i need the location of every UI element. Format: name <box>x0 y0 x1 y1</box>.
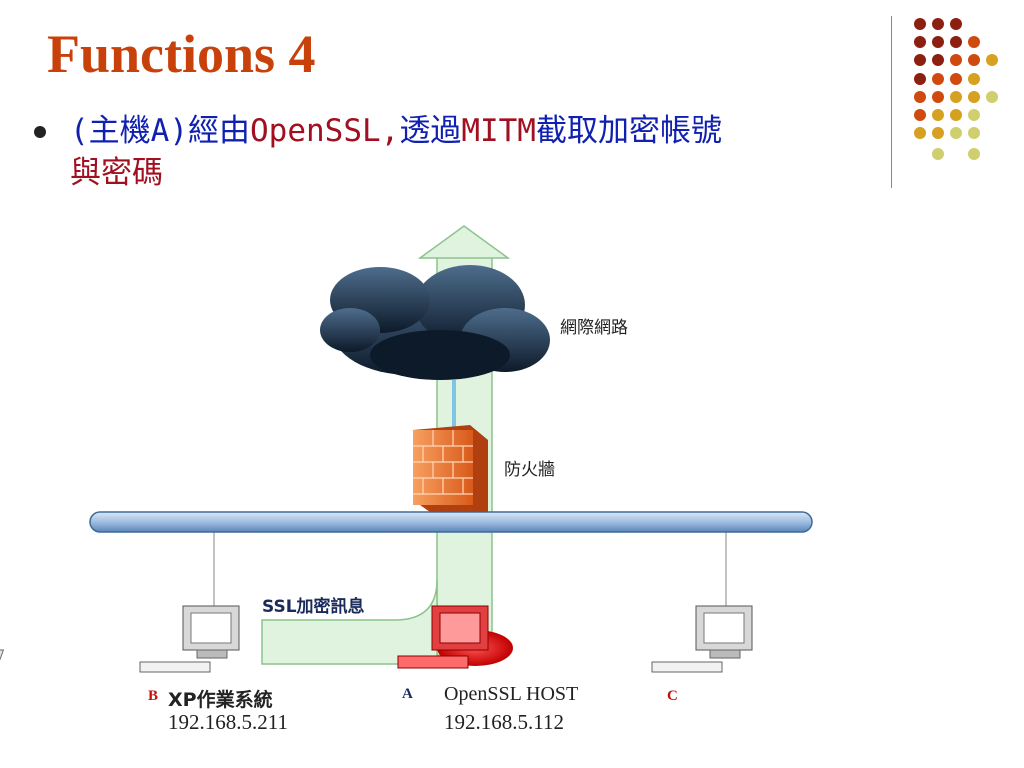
host-b-name: XP作業系統 <box>168 689 273 711</box>
firewall-label: 防火牆 <box>504 460 555 480</box>
bullet-item: (主機A)經由OpenSSL,透過MITM截取加密帳號與密碼 <box>32 110 852 194</box>
host-a-ip: 192.168.5.112 <box>444 710 564 734</box>
bullet-openssl: OpenSSL, <box>250 113 400 149</box>
bullet-password: 與密碼 <box>70 155 163 191</box>
host-a-letter: A <box>402 686 413 702</box>
host-a-name: OpenSSL HOST <box>444 683 579 705</box>
internet-cloud-icon <box>320 265 550 380</box>
internet-label: 網際網路 <box>560 318 628 338</box>
ssl-message-label: SSL加密訊息 <box>262 597 365 617</box>
host-b-ip: 192.168.5.211 <box>168 710 288 734</box>
host-b-letter: B <box>148 688 159 704</box>
bullet-mitm: MITM <box>461 113 536 149</box>
network-bus <box>89 511 813 533</box>
bullet-through: 透過 <box>399 113 462 149</box>
bullet-text: (主機A)經由OpenSSL,透過MITM截取加密帳號與密碼 <box>70 110 852 194</box>
divider-line <box>891 16 892 188</box>
firewall-icon <box>413 425 488 512</box>
host-c-letter: C <box>667 688 678 704</box>
host-a-computer-icon <box>397 605 513 669</box>
bullet-host-a: (主機A) <box>70 113 188 149</box>
host-c-computer-icon <box>651 605 753 673</box>
host-b-computer-icon <box>0 605 240 673</box>
bullet-dot-icon <box>34 126 46 138</box>
bullet-intercept: 截取加密帳號 <box>535 113 722 149</box>
slide-title: Functions 4 <box>47 24 316 84</box>
bullet-via: 經由 <box>188 113 250 149</box>
